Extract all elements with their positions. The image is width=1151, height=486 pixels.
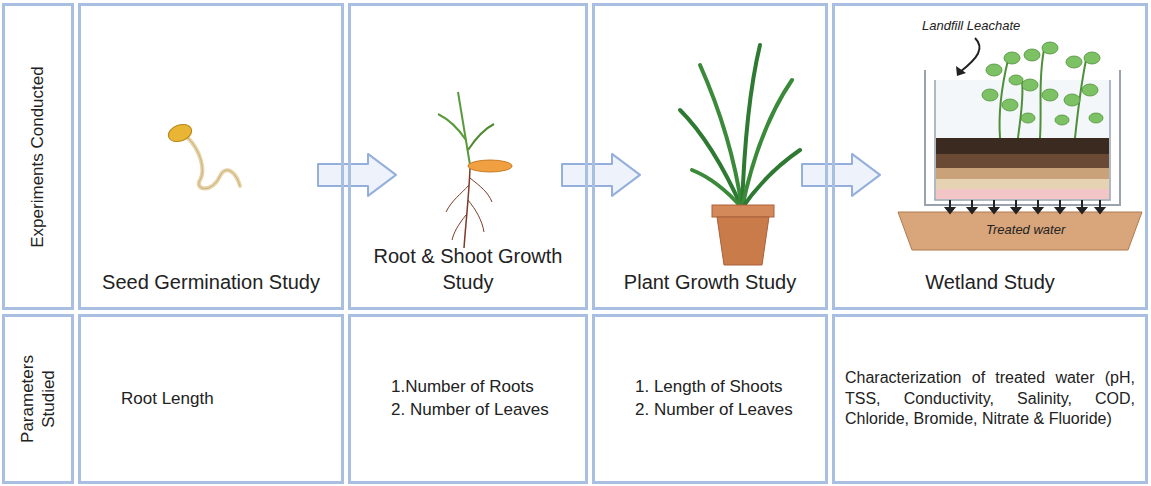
cell-text: Experiments Conducted: [27, 27, 48, 287]
parameter-cell: 1.Number of Roots2. Number of Leaves: [348, 314, 588, 484]
cell-text: Root Length: [121, 388, 327, 411]
cell-text: Characterization of treated water (pH, T…: [845, 368, 1135, 430]
row-header: Parameters Studied: [2, 314, 74, 484]
experiment-cell: Plant Growth Study: [592, 3, 828, 310]
cell-text: 2. Number of Leaves: [635, 399, 811, 422]
experiment-cell: Seed Germination Study: [78, 3, 344, 310]
parameter-cell: Root Length: [78, 314, 344, 484]
cell-text: Root & Shoot Growth Study: [361, 243, 575, 295]
experiment-cell: Root & Shoot Growth Study: [348, 3, 588, 310]
wetland-setup: [898, 38, 1142, 250]
inflow-label: Landfill Leachate: [922, 18, 1020, 33]
germinating-seed: [166, 121, 240, 188]
flow-arrow: [318, 154, 396, 196]
seedling: [438, 92, 512, 248]
flow-arrow: [802, 154, 880, 196]
experiment-cell: Wetland Study: [832, 3, 1148, 310]
cell-text: Wetland Study: [925, 269, 1055, 295]
cell-text: 2. Number of Leaves: [391, 399, 571, 422]
cell-text: Plant Growth Study: [624, 269, 796, 295]
parameter-cell: 1. Length of Shoots2. Number of Leaves: [592, 314, 828, 484]
row-header: Experiments Conducted: [2, 3, 74, 310]
cell-text: 1. Length of Shoots: [635, 376, 811, 399]
outflow-label: Treated water: [986, 222, 1065, 237]
potted-plant: [680, 45, 800, 265]
cell-text: Seed Germination Study: [102, 269, 320, 295]
flow-arrow: [562, 154, 640, 196]
cell-text: Parameters Studied: [17, 344, 60, 454]
cell-text: 1.Number of Roots: [391, 376, 571, 399]
parameter-cell: Characterization of treated water (pH, T…: [832, 314, 1148, 484]
